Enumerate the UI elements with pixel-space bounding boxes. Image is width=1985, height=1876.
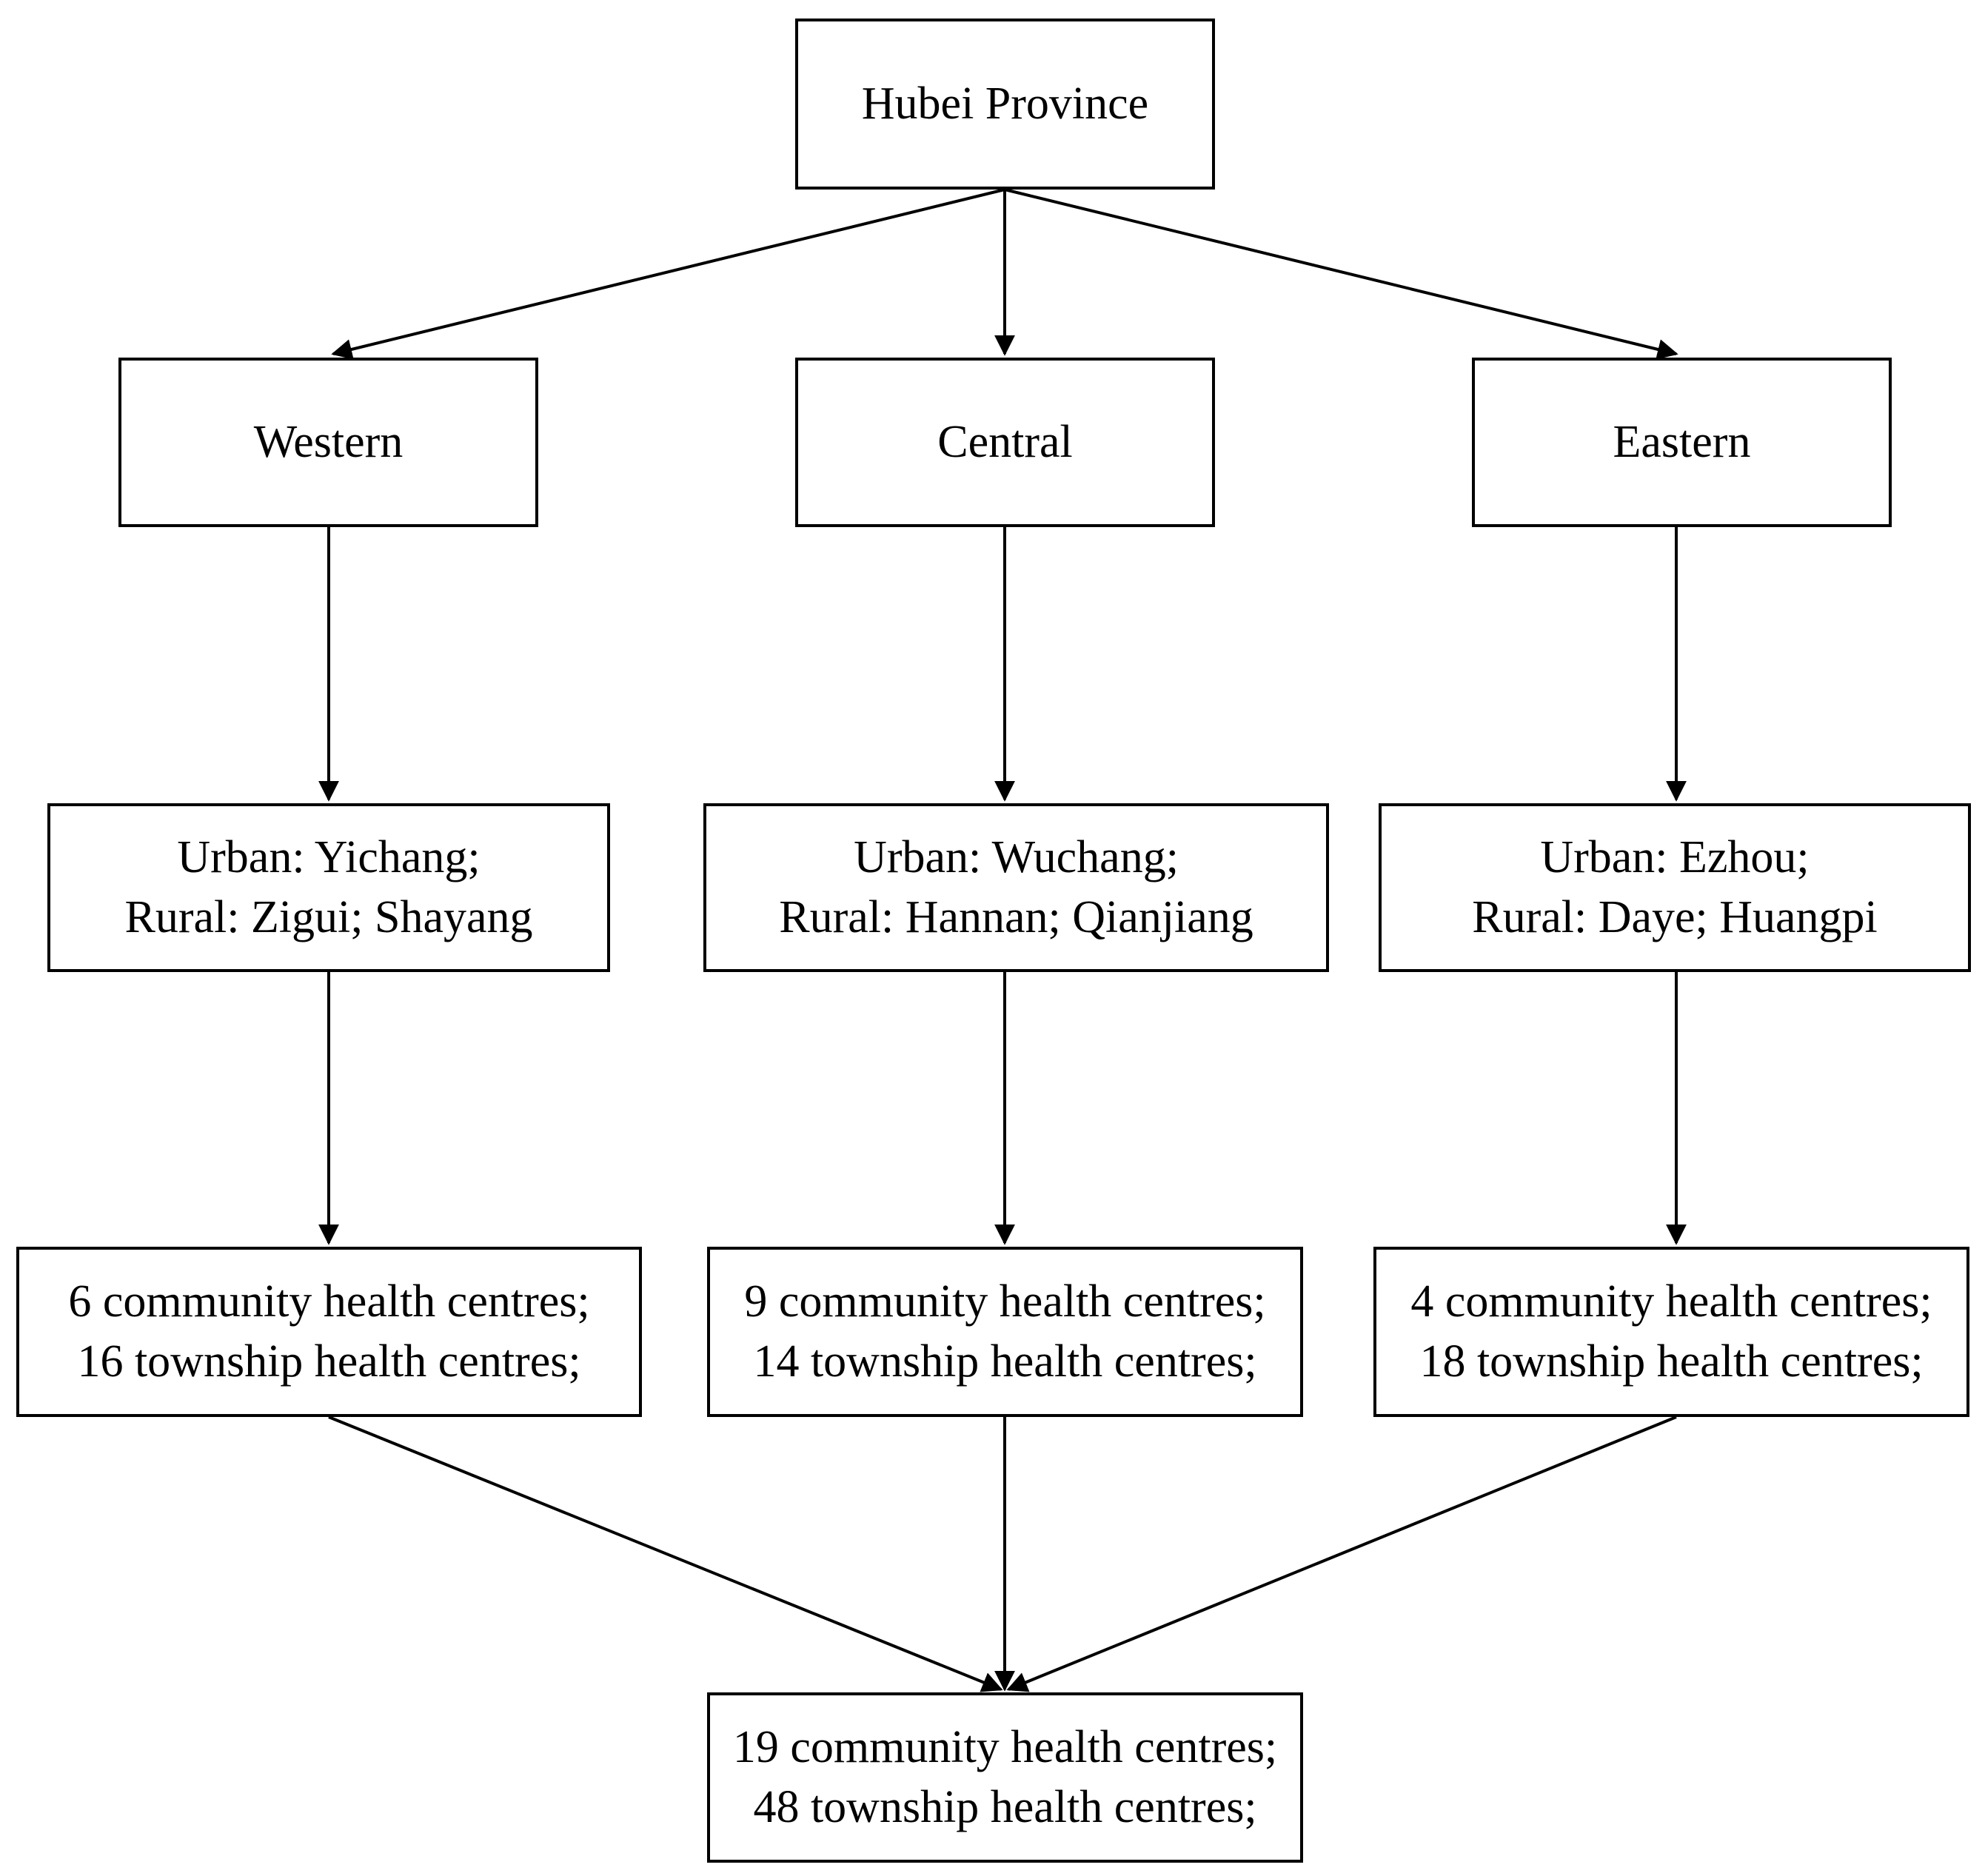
node-western-sites[interactable]: Urban: Yichang; Rural: Zigui; Shayang <box>47 803 610 972</box>
node-region-eastern[interactable]: Eastern <box>1472 358 1892 527</box>
node-hubei-province-label: Hubei Province <box>861 78 1149 130</box>
node-eastern-counts[interactable]: 4 community health centres; 18 township … <box>1373 1247 1969 1417</box>
node-central-counts[interactable]: 9 community health centres; 14 township … <box>707 1247 1303 1417</box>
node-central-counts-community: 9 community health centres; <box>744 1276 1266 1327</box>
node-total-counts-township: 48 township health centres; <box>753 1782 1257 1832</box>
node-eastern-sites-urban: Urban: Ezhou; <box>1540 832 1810 883</box>
node-central-sites[interactable]: Urban: Wuchang; Rural: Hannan; Qianjiang <box>703 803 1329 972</box>
node-region-western-label: Western <box>253 417 404 468</box>
node-region-central[interactable]: Central <box>795 358 1215 527</box>
node-total-counts[interactable]: 19 community health centres; 48 township… <box>707 1692 1303 1863</box>
edge-western-counts-to-total <box>328 1416 1003 1692</box>
node-region-eastern-label: Eastern <box>1613 417 1751 468</box>
node-eastern-sites[interactable]: Urban: Ezhou; Rural: Daye; Huangpi <box>1379 803 1971 972</box>
edge-eastern-counts-to-total <box>1006 1416 1677 1692</box>
node-western-sites-urban: Urban: Yichang; <box>177 832 481 883</box>
node-eastern-counts-township: 18 township health centres; <box>1419 1336 1924 1387</box>
node-western-counts-community: 6 community health centres; <box>68 1276 590 1327</box>
node-central-sites-rural: Rural: Hannan; Qianjiang <box>779 892 1253 942</box>
node-region-western[interactable]: Western <box>118 358 538 527</box>
node-central-sites-urban: Urban: Wuchang; <box>854 832 1179 883</box>
node-western-sites-rural: Rural: Zigui; Shayang <box>124 892 533 942</box>
node-total-counts-community: 19 community health centres; <box>732 1722 1278 1773</box>
edge-root-to-western <box>331 188 1005 360</box>
node-eastern-counts-community: 4 community health centres; <box>1410 1276 1932 1327</box>
node-eastern-sites-rural: Rural: Daye; Huangpi <box>1472 892 1878 942</box>
edge-root-to-eastern <box>1004 188 1678 360</box>
node-western-counts-township: 16 township health centres; <box>77 1336 581 1387</box>
node-western-counts[interactable]: 6 community health centres; 16 township … <box>16 1247 642 1417</box>
node-hubei-province[interactable]: Hubei Province <box>795 19 1215 190</box>
node-region-central-label: Central <box>937 417 1073 468</box>
node-central-counts-township: 14 township health centres; <box>753 1336 1257 1387</box>
